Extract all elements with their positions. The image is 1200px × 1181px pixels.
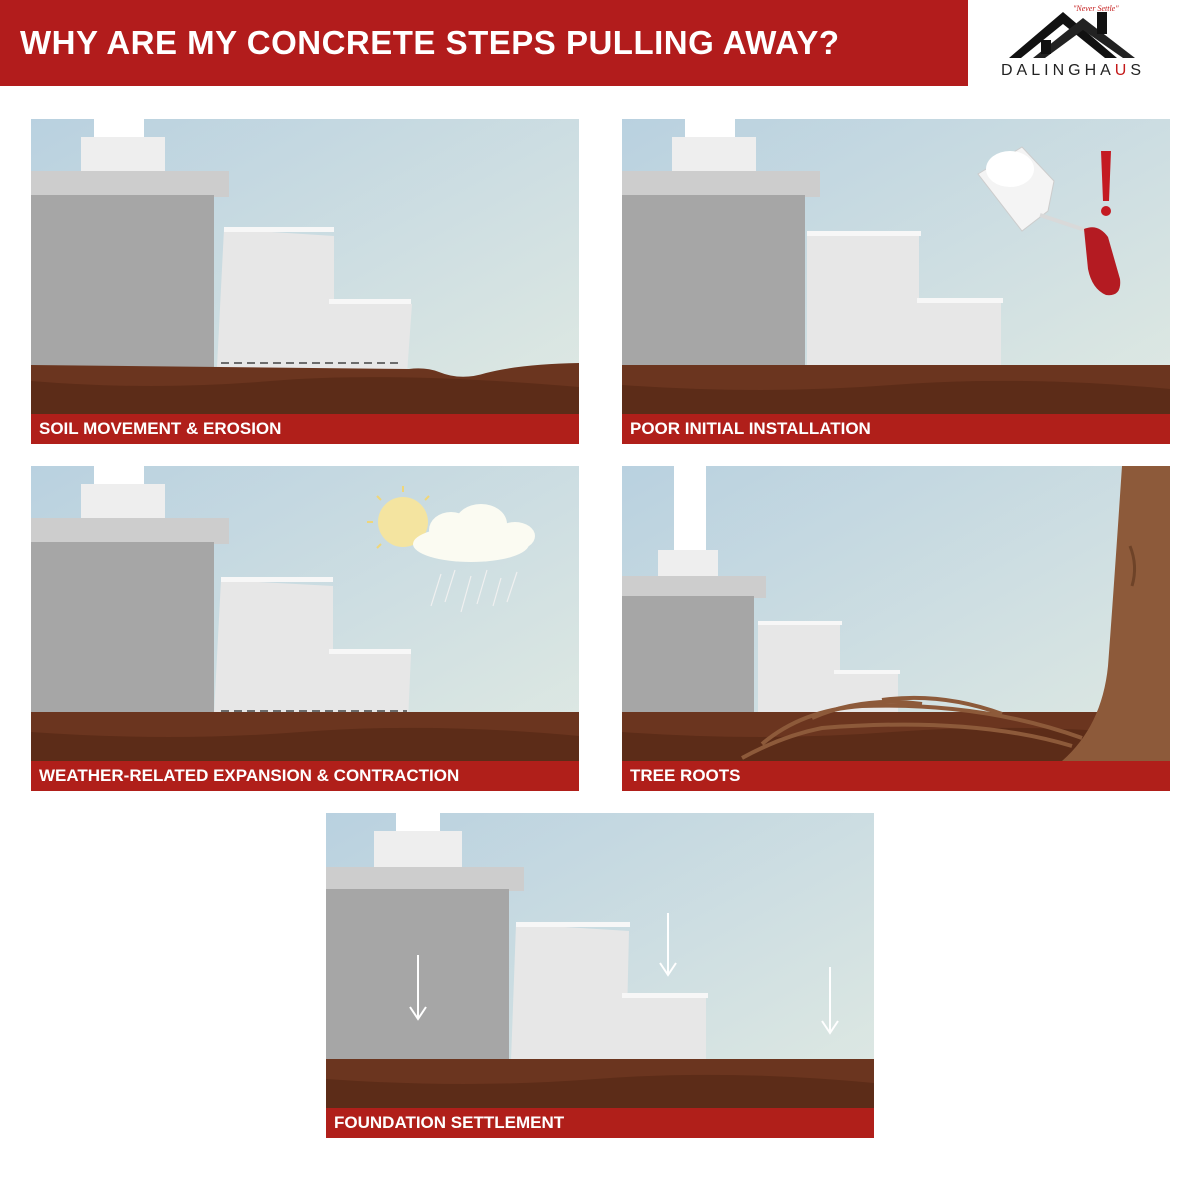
panel-foundation-settlement: FOUNDATION SETTLEMENT (326, 813, 874, 1138)
logo-tagline: "Never Settle" (1073, 4, 1119, 13)
down-arrow-icon (821, 967, 839, 1035)
caption-weather: WEATHER-RELATED EXPANSION & CONTRACTION (31, 761, 579, 791)
caption-foundation-settlement: FOUNDATION SETTLEMENT (326, 1108, 874, 1138)
cloud-icon (413, 504, 535, 562)
trowel-icon (977, 146, 1121, 296)
dalinghaus-logo: "Never Settle" DALINGHAUS (985, 0, 1185, 86)
tree-icon (1062, 466, 1170, 761)
down-arrow-icon (659, 913, 677, 977)
title-banner: WHY ARE MY CONCRETE STEPS PULLING AWAY? (0, 0, 968, 86)
sun-icon (367, 486, 430, 549)
caption-soil-movement: SOIL MOVEMENT & EROSION (31, 414, 579, 444)
caption-poor-installation: POOR INITIAL INSTALLATION (622, 414, 1170, 444)
caption-tree-roots: TREE ROOTS (622, 761, 1170, 791)
tree-roots-illustration (622, 466, 1170, 761)
exclamation-icon (1101, 151, 1111, 216)
logo-wordmark: DALINGHAUS (1001, 62, 1146, 79)
rain-icon (430, 569, 518, 613)
panel-tree-roots: TREE ROOTS (622, 466, 1170, 791)
roots-icon (741, 695, 1083, 760)
panel-poor-installation: POOR INITIAL INSTALLATION (622, 119, 1170, 444)
soil-erosion-illustration (31, 119, 579, 414)
down-arrow-icon (409, 955, 427, 1021)
weather-illustration (31, 466, 579, 761)
panel-weather: WEATHER-RELATED EXPANSION & CONTRACTION (31, 466, 579, 791)
poor-installation-illustration (622, 119, 1170, 414)
house-roof-icon (1009, 12, 1135, 58)
foundation-settlement-illustration (326, 813, 874, 1108)
panel-soil-movement: SOIL MOVEMENT & EROSION (31, 119, 579, 444)
page-title: WHY ARE MY CONCRETE STEPS PULLING AWAY? (20, 24, 840, 61)
